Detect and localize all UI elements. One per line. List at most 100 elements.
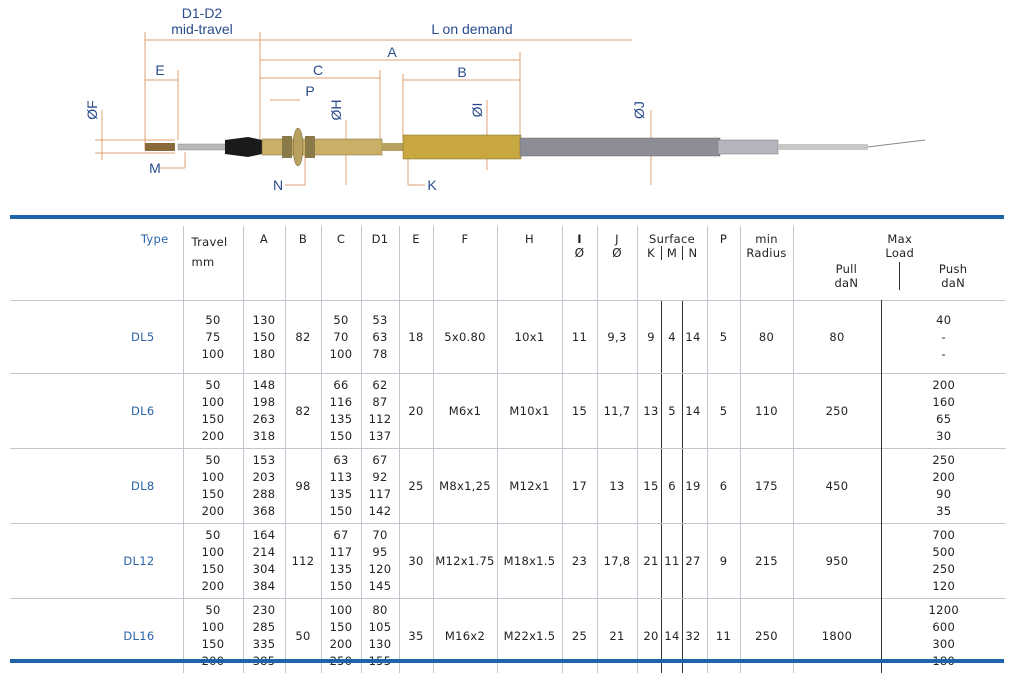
header-j: J Ø (597, 226, 637, 301)
header-h: H (497, 226, 562, 301)
cell-travel-value: 100 (184, 544, 243, 561)
header-max-load: Max Load Pull daN Push daN (793, 226, 1006, 301)
cell-d1-value: 145 (362, 578, 399, 595)
header-e: E (399, 226, 433, 301)
cell-c-value: 200 (322, 636, 361, 653)
cell-f: 5x0.80 (433, 301, 497, 374)
cell-type: DL8 (10, 449, 183, 524)
cell-c-value: 150 (322, 503, 361, 520)
table-top-rule (10, 215, 1004, 219)
cell-p: 9 (707, 524, 740, 599)
header-p: P (707, 226, 740, 301)
cable-body (145, 128, 925, 166)
header-c: C (321, 226, 361, 301)
cell-surface-m: 11 (661, 524, 683, 598)
cell-type: DL5 (10, 301, 183, 374)
cell-push-value: 700 (882, 527, 1007, 544)
cell-d1-value: 63 (362, 329, 399, 346)
header-min-label: min (741, 232, 793, 246)
label-n: N (273, 177, 283, 193)
cell-travel-value: 50 (184, 527, 243, 544)
cell-travel-value: 100 (184, 346, 243, 363)
cell-push-value: 1200 (882, 602, 1007, 619)
header-radius: min Radius (740, 226, 793, 301)
cell-d1-value: 112 (362, 411, 399, 428)
cell-surface-k: 9 (641, 301, 661, 373)
cell-i: 15 (562, 374, 597, 449)
cell-travel-value: 100 (184, 394, 243, 411)
cell-c-value: 135 (322, 561, 361, 578)
cell-c-value: 63 (322, 452, 361, 469)
cell-d1-value: 117 (362, 486, 399, 503)
cell-d1-value: 67 (362, 452, 399, 469)
cell-travel-value: 200 (184, 503, 243, 520)
cell-a-value: 198 (244, 394, 285, 411)
cell-a-value: 214 (244, 544, 285, 561)
cell-push-value: 90 (882, 486, 1007, 503)
cell-a-value: 288 (244, 486, 285, 503)
cell-radius: 80 (740, 301, 793, 374)
cell-c-value: 116 (322, 394, 361, 411)
cell-h: M18x1.5 (497, 524, 562, 599)
cell-a-value: 150 (244, 329, 285, 346)
label-f: ØF (84, 100, 100, 119)
header-m: M (661, 246, 683, 260)
cell-push-value: 160 (882, 394, 1007, 411)
cell-c-value: 67 (322, 527, 361, 544)
cell-d1-value: 142 (362, 503, 399, 520)
cell-a-value: 130 (244, 312, 285, 329)
header-load-label: Load (794, 246, 1007, 260)
cell-pull: 950 (793, 524, 881, 599)
cell-push-value: 300 (882, 636, 1007, 653)
cell-d1-value: 80 (362, 602, 399, 619)
label-a: A (387, 44, 397, 60)
cell-push-value: 200 (882, 377, 1007, 394)
cell-a-value: 230 (244, 602, 285, 619)
cell-b: 112 (285, 524, 321, 599)
cable-drawing: D1-D2 mid-travel L on demand A C B E P Ø… (0, 0, 1013, 212)
cell-c-value: 70 (322, 329, 361, 346)
label-m: M (149, 160, 161, 176)
cell-d1-value: 137 (362, 428, 399, 445)
cell-push: 40-- (881, 301, 1006, 374)
cell-b: 82 (285, 374, 321, 449)
cell-surface-m: 6 (661, 449, 683, 523)
cell-travel-value: 100 (184, 469, 243, 486)
cell-pull: 450 (793, 449, 881, 524)
header-j-diameter-symbol: Ø (598, 246, 637, 260)
cell-travel-value: 50 (184, 602, 243, 619)
cell-push-value: 600 (882, 619, 1007, 636)
header-k: K (641, 246, 661, 260)
cell-p: 5 (707, 301, 740, 374)
cell-push-value: 120 (882, 578, 1007, 595)
dimension-lines (95, 32, 651, 185)
cell-f: M6x1 (433, 374, 497, 449)
label-i: ØI (469, 103, 485, 118)
cell-c-value: 66 (322, 377, 361, 394)
cell-c-value: 117 (322, 544, 361, 561)
cell-travel-value: 200 (184, 428, 243, 445)
header-b: B (285, 226, 321, 301)
cell-push-value: 500 (882, 544, 1007, 561)
header-a: A (243, 226, 285, 301)
cell-a-value: 164 (244, 527, 285, 544)
cell-d1-value: 87 (362, 394, 399, 411)
header-pull-unit: daN (794, 276, 900, 290)
header-push-unit: daN (900, 276, 1006, 290)
header-pull-label: Pull (794, 262, 900, 276)
cell-h: M10x1 (497, 374, 562, 449)
cell-d1-value: 92 (362, 469, 399, 486)
cell-j: 11,7 (597, 374, 637, 449)
label-h: ØH (328, 100, 344, 121)
cell-d1-value: 53 (362, 312, 399, 329)
cell-e: 18 (399, 301, 433, 374)
